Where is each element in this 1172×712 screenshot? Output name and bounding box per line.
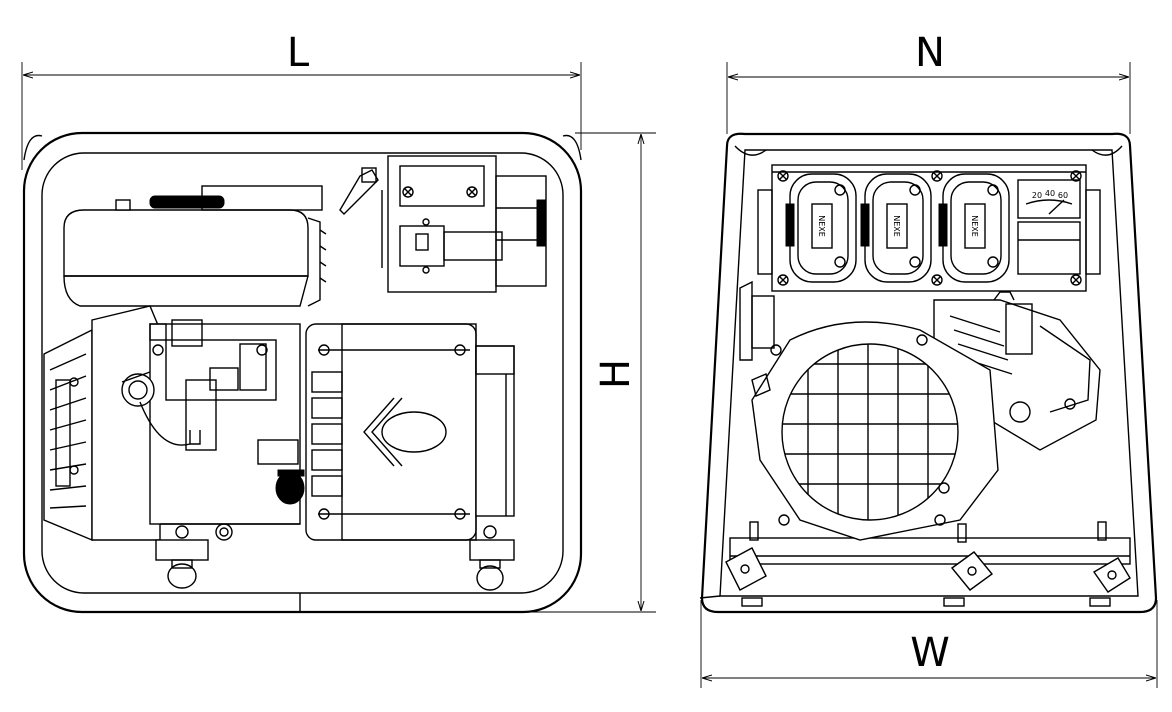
voltmeter: 20 40 60 [1017, 179, 1081, 275]
panel-screw-icons [777, 170, 1082, 286]
svg-text:NEXE: NEXE [892, 215, 901, 237]
recoil-starter [43, 305, 161, 542]
svg-text:NEXE: NEXE [970, 215, 979, 237]
outlet-3: NEXE [938, 173, 1010, 283]
front-frame [699, 132, 1158, 614]
engine-block-side [121, 319, 305, 541]
outlet-1: NEXE [785, 173, 857, 283]
alternator-front [739, 280, 999, 541]
dimension-length: L [21, 30, 582, 170]
side-view: L H [21, 30, 656, 614]
length-label: L [287, 30, 310, 76]
fuel-tank [63, 195, 327, 307]
control-panel-front: NEXE NEXE NEXE [757, 164, 1101, 292]
svg-text:20: 20 [1032, 191, 1042, 200]
svg-text:60: 60 [1058, 191, 1068, 200]
mount-feet-side [155, 525, 515, 591]
side-frame [22, 131, 583, 614]
svg-text:NEXE: NEXE [817, 215, 826, 237]
alternator-side [305, 323, 515, 541]
front-mounts [725, 521, 1131, 607]
height-label: H [593, 359, 639, 389]
fan-grid [782, 344, 958, 520]
control-box-side [201, 155, 547, 293]
dimension-width: W [700, 600, 1158, 688]
front-view: N W [699, 30, 1158, 688]
depth-label: N [915, 30, 945, 76]
width-label: W [910, 630, 950, 676]
outlet-2: NEXE [860, 173, 932, 283]
dimension-depth: N [726, 30, 1131, 134]
svg-text:40: 40 [1045, 189, 1055, 198]
